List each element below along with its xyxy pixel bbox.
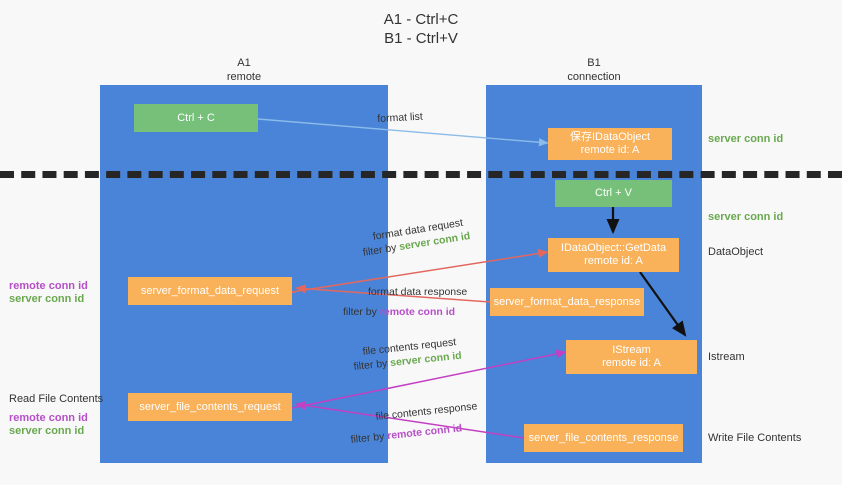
title-line-2: B1 - Ctrl+V bbox=[384, 30, 458, 47]
node-server-format-data-response[interactable]: server_format_data_response bbox=[490, 288, 644, 316]
label-remote-conn-id-top: remote conn id bbox=[9, 280, 88, 292]
label-write-file-contents: Write File Contents bbox=[708, 432, 802, 444]
arrow-file-contents-response bbox=[295, 400, 525, 439]
column-b1-role: connection bbox=[567, 71, 621, 83]
node-server-file-contents-request[interactable]: server_file_contents_request bbox=[128, 393, 292, 421]
title-line-1: A1 - Ctrl+C bbox=[383, 11, 459, 28]
node-ctrl-v[interactable]: Ctrl + V bbox=[555, 180, 672, 207]
label-server-conn-id-left-bottom: server conn id bbox=[9, 425, 85, 437]
filter-prefix: filter by bbox=[350, 430, 388, 446]
label-server-conn-id-second: server conn id bbox=[708, 211, 784, 223]
node-idataobject[interactable]: 保存IDataObject remote id: A bbox=[548, 128, 672, 160]
arrow-format-list bbox=[257, 118, 549, 147]
page-title: A1 - Ctrl+C B1 - Ctrl+V bbox=[0, 10, 842, 48]
node-server-file-contents-response[interactable]: server_file_contents_response bbox=[524, 424, 683, 452]
filter-value: remote conn id bbox=[379, 306, 456, 318]
column-a1-name: A1 bbox=[237, 57, 251, 69]
label-read-file-contents: Read File Contents bbox=[9, 393, 104, 405]
arrow-format-data-request bbox=[291, 249, 549, 293]
label-istream: Istream bbox=[708, 351, 745, 363]
label-server-conn-id-left-top: server conn id bbox=[9, 293, 85, 305]
arrow-format-data-response bbox=[295, 284, 491, 303]
column-header-b1: B1 connection bbox=[486, 56, 702, 84]
node-idataobject-getdata[interactable]: IDataObject::GetData remote id: A bbox=[548, 238, 679, 272]
edge-label-format-data-response-filter: filter by remote conn id bbox=[343, 306, 455, 319]
edge-label-format-data-response: format data response bbox=[368, 286, 468, 298]
label-dataobject: DataObject bbox=[708, 246, 764, 258]
arrow-file-contents-request bbox=[291, 349, 567, 409]
column-b1-name: B1 bbox=[587, 57, 601, 69]
label-server-conn-id-top: server conn id bbox=[708, 133, 784, 145]
label-remote-conn-id-bottom: remote conn id bbox=[9, 412, 88, 424]
column-header-a1: A1 remote bbox=[100, 56, 388, 84]
column-a1-role: remote bbox=[226, 71, 262, 83]
edge-label-format-list: format list bbox=[377, 110, 424, 125]
node-server-format-data-request[interactable]: server_format_data_request bbox=[128, 277, 292, 305]
filter-prefix: filter by bbox=[343, 306, 380, 318]
node-ctrl-c[interactable]: Ctrl + C bbox=[134, 104, 258, 132]
section-divider bbox=[0, 171, 842, 178]
filter-prefix: filter by bbox=[353, 357, 391, 373]
arrow-getdata-to-istream bbox=[639, 271, 687, 337]
node-istream[interactable]: IStream remote id: A bbox=[566, 340, 697, 374]
